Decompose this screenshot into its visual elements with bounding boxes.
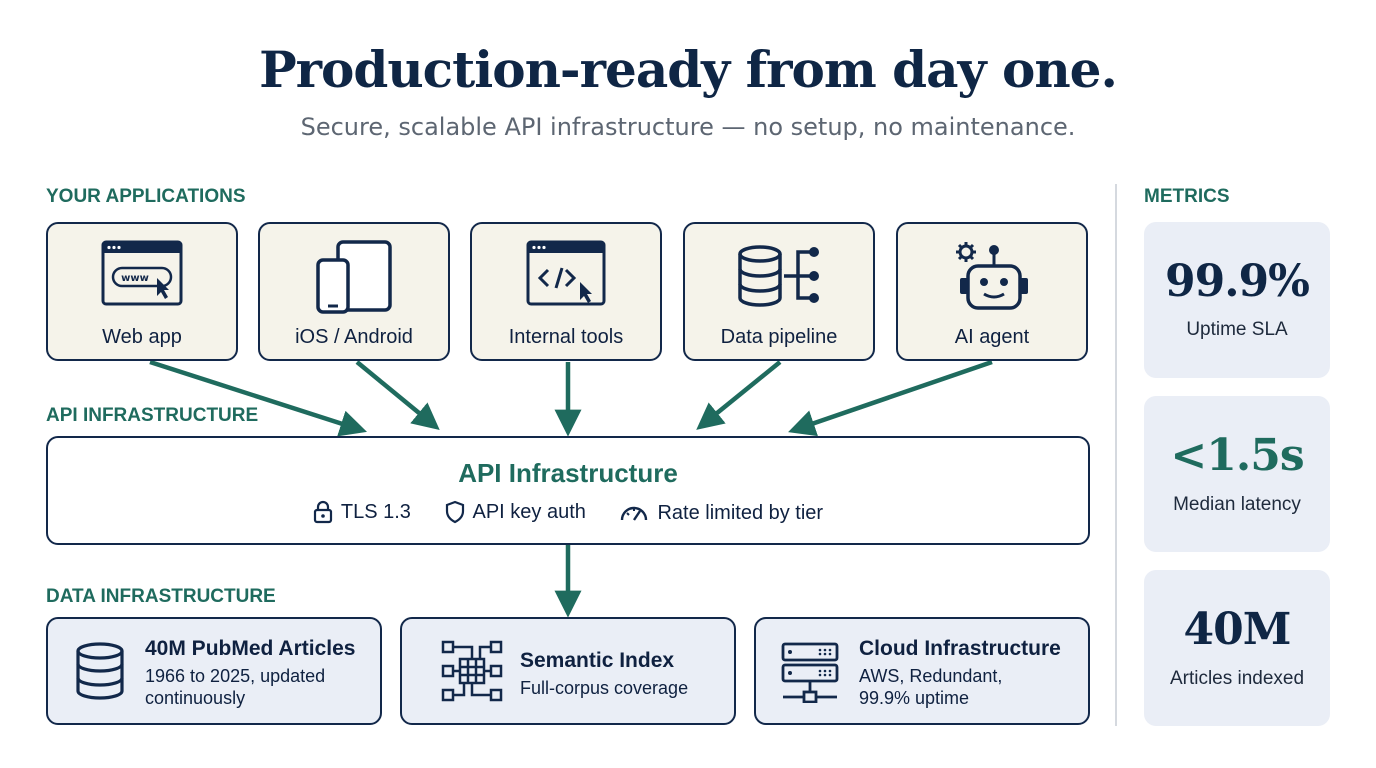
data-card-title: 40M PubMed Articles	[145, 637, 356, 660]
api-infrastructure-box: API Infrastructure TLS 1.3 API key auth	[46, 436, 1090, 545]
data-card-cloud: Cloud Infrastructure AWS, Redundant, 99.…	[754, 617, 1090, 725]
page-title: Production-ready from day one.	[259, 40, 1118, 99]
metric-label: Median latency	[1173, 494, 1301, 515]
metric-card-articles: 40M Articles indexed	[1144, 570, 1330, 726]
section-label-applications: YOUR APPLICATIONS	[46, 186, 246, 207]
app-card-data-pipeline: Data pipeline	[683, 222, 875, 361]
data-card-desc: 1966 to 2025, updated continuously	[145, 666, 326, 708]
app-label: iOS / Android	[295, 326, 413, 348]
arrow-ai-agent	[788, 359, 993, 437]
vertical-divider	[1115, 184, 1117, 726]
metric-label: Articles indexed	[1169, 668, 1305, 689]
feature-label: API key auth	[472, 500, 586, 523]
flow-arrows	[149, 359, 993, 618]
app-card-web-app: www Web app	[46, 222, 238, 361]
app-label: Internal tools	[508, 326, 624, 348]
app-label: Web app	[102, 326, 182, 348]
feature-label: TLS 1.3	[340, 500, 411, 523]
arrow-web-app	[149, 359, 367, 437]
page-subtitle: Secure, scalable API infrastructure — no…	[300, 113, 1076, 141]
lock-icon	[313, 500, 332, 524]
metric-card-latency: <1.5s Median latency	[1144, 396, 1330, 552]
gauge-icon	[621, 506, 648, 521]
app-label: Data pipeline	[720, 326, 838, 348]
feature-rate-limit: Rate limited by tier	[619, 502, 823, 525]
data-card-desc: Full-corpus coverage	[520, 678, 689, 698]
feature-api-key: API key auth	[445, 500, 586, 524]
browser-www-icon: www	[101, 240, 183, 306]
code-window-icon	[526, 240, 606, 306]
metric-value: 40M	[1183, 604, 1292, 655]
app-label: AI agent	[954, 326, 1030, 348]
feature-tls: TLS 1.3	[313, 500, 411, 524]
section-label-data: DATA INFRASTRUCTURE	[46, 586, 276, 607]
robot-icon	[956, 242, 1028, 310]
data-card-title: Cloud Infrastructure	[859, 637, 1061, 660]
api-features: TLS 1.3 API key auth Rate limited by tie…	[48, 500, 1088, 530]
app-card-ai-agent: AI agent	[896, 222, 1088, 361]
api-title: API Infrastructure	[458, 458, 678, 488]
shield-icon	[445, 500, 464, 524]
svg-text:www: www	[121, 273, 149, 284]
network-grid-icon	[441, 640, 503, 702]
data-card-semantic-index: Semantic Index Full-corpus coverage	[400, 617, 736, 725]
arrow-data-pipeline	[696, 360, 782, 430]
mobile-tablet-icon	[316, 240, 392, 314]
metric-card-uptime: 99.9% Uptime SLA	[1144, 222, 1330, 378]
app-card-mobile: iOS / Android	[258, 222, 450, 361]
metric-value: 99.9%	[1165, 256, 1310, 307]
data-card-pubmed: 40M PubMed Articles 1966 to 2025, update…	[46, 617, 382, 725]
metric-label: Uptime SLA	[1186, 319, 1288, 340]
database-icon	[76, 642, 124, 700]
section-label-metrics: METRICS	[1144, 186, 1230, 207]
arrow-mobile	[355, 360, 440, 431]
feature-label: Rate limited by tier	[657, 501, 824, 524]
section-label-api: API INFRASTRUCTURE	[46, 405, 259, 426]
data-card-desc: AWS, Redundant, 99.9% uptime	[859, 666, 1003, 708]
database-pipeline-icon	[738, 245, 819, 307]
metric-value: <1.5s	[1170, 430, 1304, 481]
data-card-title: Semantic Index	[520, 649, 675, 672]
server-icon	[781, 642, 839, 703]
app-card-internal-tools: Internal tools	[470, 222, 662, 361]
